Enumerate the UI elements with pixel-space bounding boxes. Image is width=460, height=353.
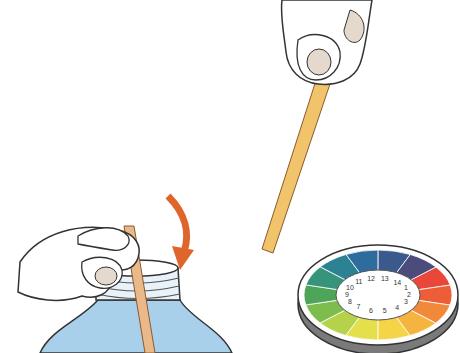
ph-scale-number: 14 [393,279,401,287]
bottle-body [40,300,232,353]
ph-scale-number: 1 [404,284,408,292]
disc-top [298,245,458,345]
fingernail [344,10,364,42]
ph-scale-number: 9 [345,291,349,299]
hand [281,0,372,84]
hand-thumb [82,257,123,288]
thumbnail [307,49,331,75]
ph-strip [262,74,332,253]
ph-scale-number: 4 [395,304,399,312]
ph-scale-number: 10 [346,284,354,292]
ph-scale-number: 5 [383,307,387,315]
thumbnail [95,267,117,285]
ph-scale-number: 13 [381,275,389,283]
hand [18,227,139,300]
ph-scale-number: 11 [355,278,362,286]
color-chart [304,250,452,340]
motion-arrow [168,196,187,252]
ph-scale-number: 7 [357,303,361,311]
hand-finger [78,228,129,251]
ph-scale-number: 6 [369,307,373,315]
ph-scale-number: 12 [367,275,375,283]
ph-scale-number: 3 [404,298,408,306]
hand-thumb [297,35,340,80]
disc-center [336,270,420,320]
ph-scale-number: 2 [407,291,411,299]
arrow-head [172,246,194,270]
ph-scale-number: 8 [348,298,352,306]
